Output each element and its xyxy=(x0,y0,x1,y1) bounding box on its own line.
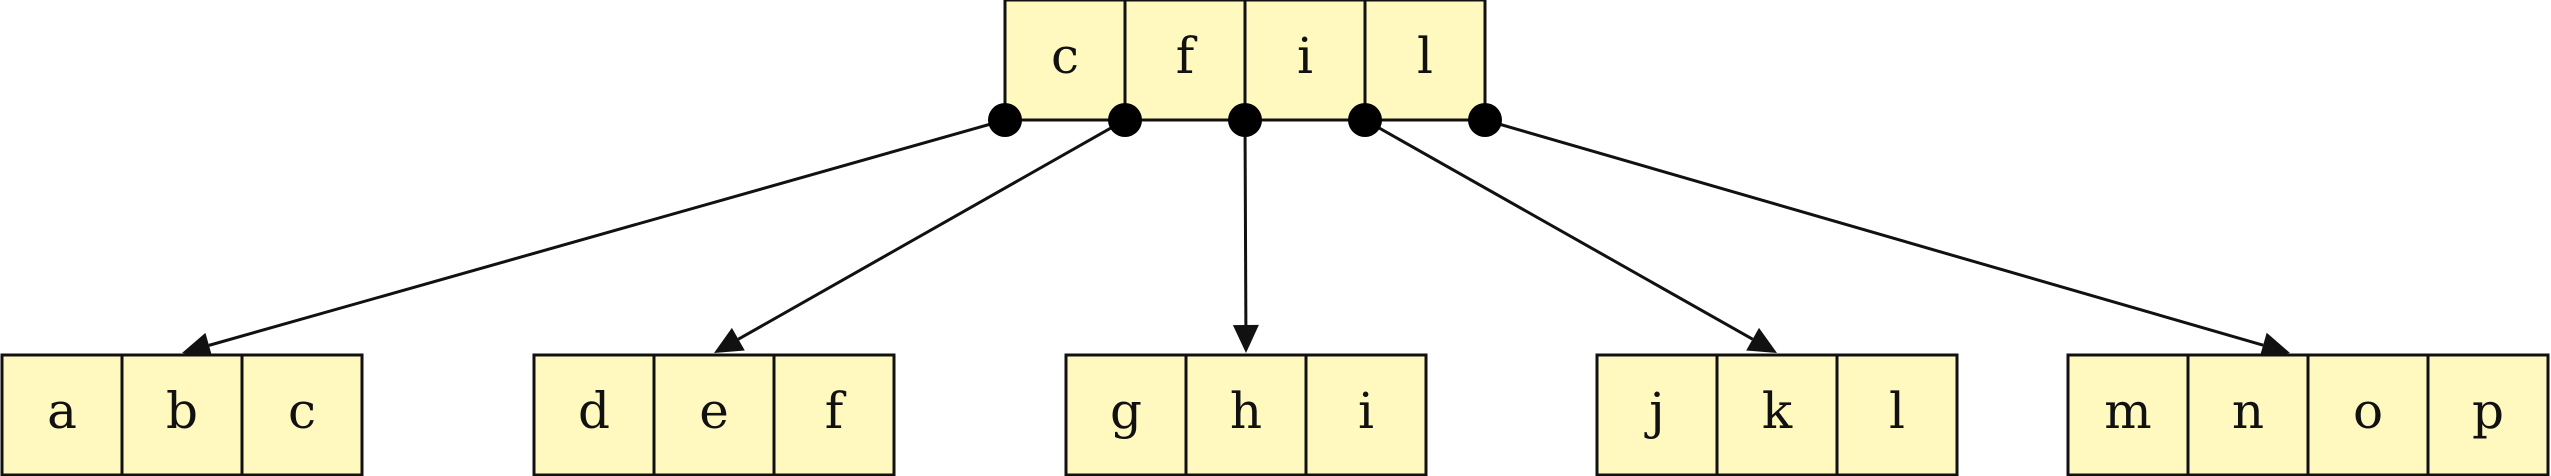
key-label: i xyxy=(1297,27,1313,85)
child-node-5-cell: p xyxy=(2426,353,2550,476)
arrowhead-icon xyxy=(182,332,213,358)
child-node-4-cell: k xyxy=(1715,353,1839,476)
child-node-4-cell: l xyxy=(1835,353,1959,476)
key-label: p xyxy=(2472,382,2504,440)
key-label: m xyxy=(2104,382,2151,440)
child-nodes: a b c d e f g h i j k l m n o p xyxy=(0,353,2550,476)
root-node-cell: c xyxy=(1003,0,1127,122)
arrowhead-icon xyxy=(2259,332,2290,358)
edge-arrow xyxy=(1232,119,1259,353)
child-node-5-cell: o xyxy=(2306,353,2430,476)
key-cell xyxy=(0,353,124,476)
pointer-dots xyxy=(988,103,1502,137)
key-cell xyxy=(240,353,364,476)
arrowhead-icon xyxy=(1232,324,1259,353)
key-label: l xyxy=(1889,382,1905,440)
key-label: c xyxy=(288,382,316,440)
edge-arrow xyxy=(182,118,1006,358)
key-label: j xyxy=(1644,382,1665,440)
arrowhead-icon xyxy=(1746,327,1777,353)
key-label: i xyxy=(1358,382,1374,440)
root-node-cell: i xyxy=(1243,0,1367,122)
key-label: k xyxy=(1762,382,1793,440)
child-node-1: a b c xyxy=(0,353,364,476)
root-node-cell: f xyxy=(1123,0,1247,122)
key-label: o xyxy=(2353,382,2383,440)
key-label: f xyxy=(825,382,847,440)
key-label: h xyxy=(1230,382,1262,440)
child-node-2-cell: d xyxy=(532,353,656,476)
edge-arrow xyxy=(714,118,1126,353)
key-cell xyxy=(1595,353,1719,476)
key-label: f xyxy=(1176,27,1198,85)
edge-line xyxy=(1484,118,2264,347)
pointer-dot-icon xyxy=(1348,103,1382,137)
edge-line xyxy=(737,118,1126,341)
key-cell xyxy=(1064,353,1188,476)
key-label: g xyxy=(1110,382,1142,440)
key-label: b xyxy=(166,382,198,440)
pointer-dot-icon xyxy=(988,103,1022,137)
edge-arrow xyxy=(1364,118,1777,353)
root-node-cell: l xyxy=(1363,0,1487,122)
key-cell xyxy=(1184,353,1308,476)
key-cell xyxy=(1243,0,1367,122)
key-label: a xyxy=(47,382,77,440)
arrowhead-icon xyxy=(714,327,745,353)
child-node-4-cell: j xyxy=(1595,353,1719,476)
edge-line xyxy=(1243,119,1248,326)
child-node-3: g h i xyxy=(1064,353,1428,476)
key-label: c xyxy=(1051,27,1079,85)
child-node-5-cell: m xyxy=(2066,353,2190,476)
edge-line xyxy=(1364,118,1754,341)
edge-line xyxy=(208,118,1006,347)
edge-arrow xyxy=(1484,118,2290,358)
child-node-5-cell: n xyxy=(2186,353,2310,476)
key-cell xyxy=(652,353,776,476)
key-cell xyxy=(1835,353,1959,476)
child-node-1-cell: c xyxy=(240,353,364,476)
key-cell xyxy=(532,353,656,476)
key-cell xyxy=(120,353,244,476)
child-node-2-cell: f xyxy=(772,353,896,476)
pointer-dot-icon xyxy=(1468,103,1502,137)
key-label: n xyxy=(2232,382,2264,440)
key-label: d xyxy=(578,382,610,440)
child-node-4: j k l xyxy=(1595,353,1959,476)
child-node-5: m n o p xyxy=(2066,353,2550,476)
child-node-2: d e f xyxy=(532,353,896,476)
key-cell xyxy=(1363,0,1487,122)
child-node-1-cell: a xyxy=(0,353,124,476)
edges-layer xyxy=(182,118,2290,358)
pointer-dot-icon xyxy=(1228,103,1262,137)
key-cell xyxy=(1715,353,1839,476)
key-label: l xyxy=(1417,27,1433,85)
child-node-3-cell: g xyxy=(1064,353,1188,476)
child-node-3-cell: i xyxy=(1304,353,1428,476)
pointer-dot-icon xyxy=(1108,103,1142,137)
child-node-3-cell: h xyxy=(1184,353,1308,476)
key-cell xyxy=(2306,353,2430,476)
key-label: e xyxy=(699,382,729,440)
key-cell xyxy=(2426,353,2550,476)
child-node-2-cell: e xyxy=(652,353,776,476)
key-cell xyxy=(772,353,896,476)
key-cell xyxy=(1304,353,1428,476)
child-node-1-cell: b xyxy=(120,353,244,476)
